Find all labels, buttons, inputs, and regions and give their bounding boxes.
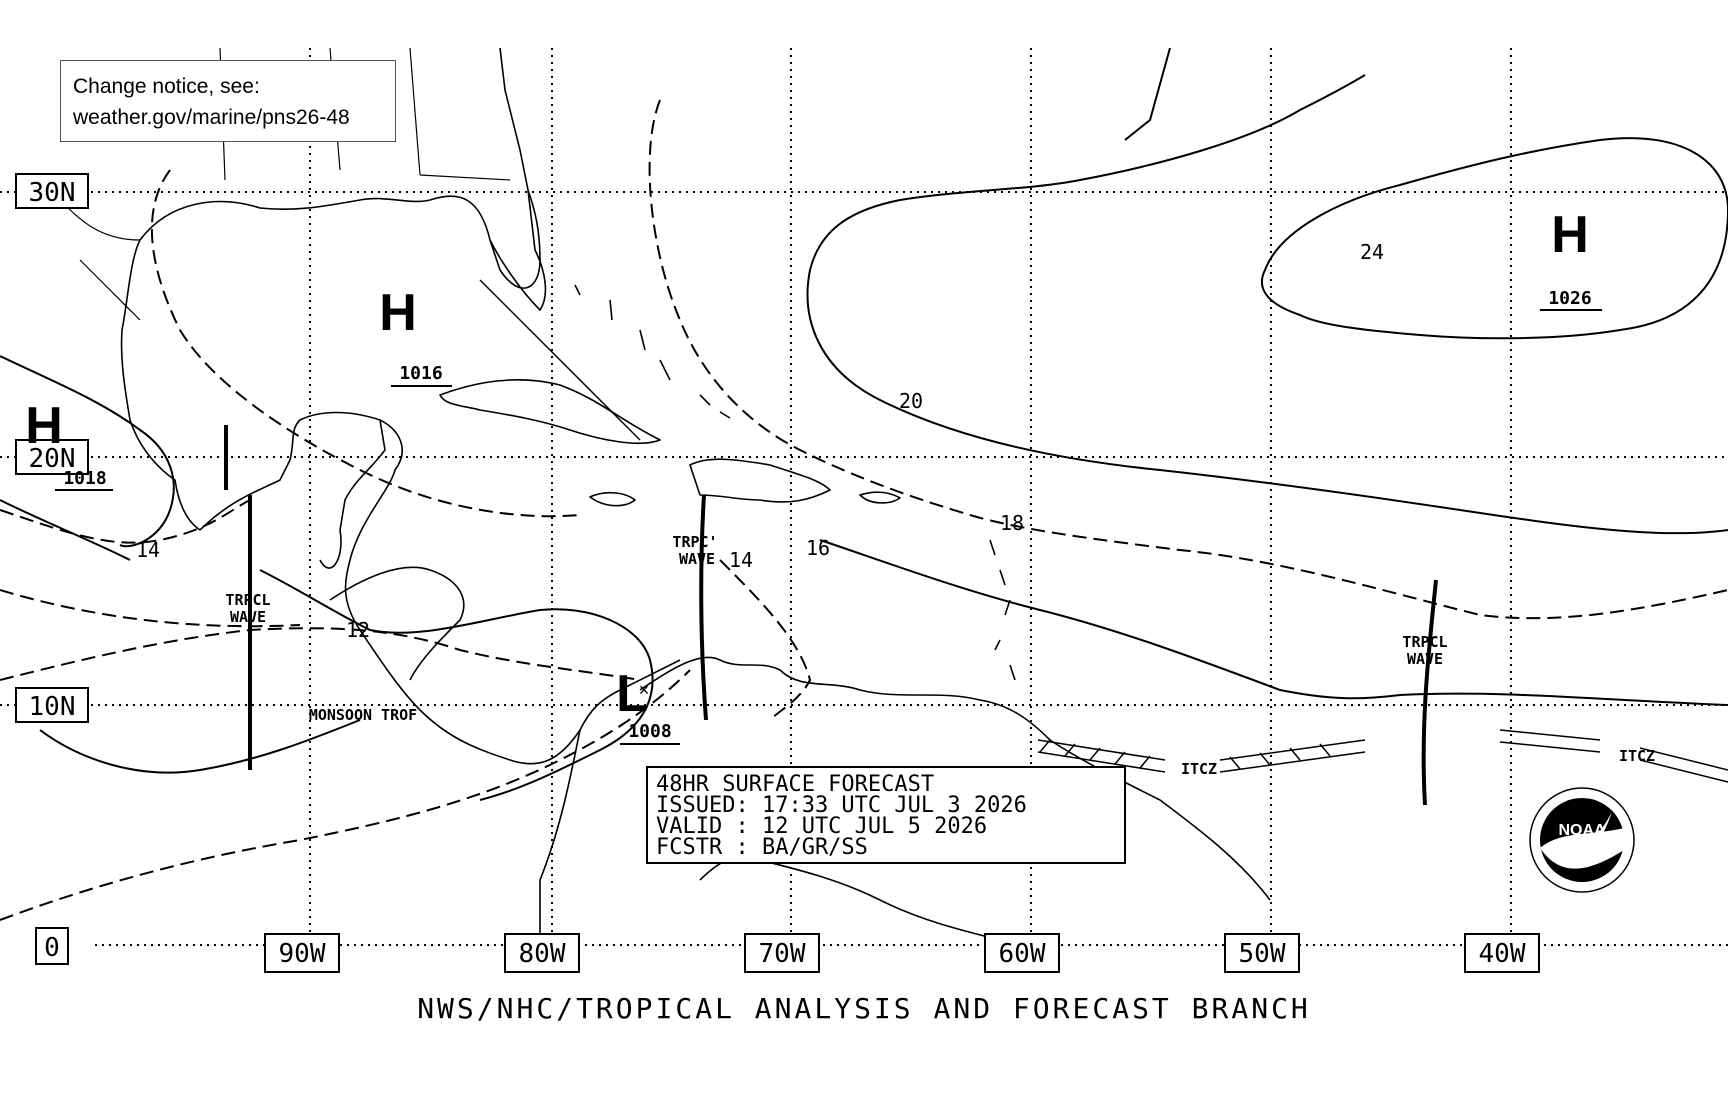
low-center-marker-icon: × [639, 680, 650, 700]
noaa-logo-text: NOAA [1558, 822, 1606, 839]
isobar-label-14-carib: 14 [729, 548, 753, 572]
high-center-gulf-value: 1016 [399, 363, 442, 384]
trough-line [479, 279, 641, 441]
change-notice-box: Change notice, see: weather.gov/marine/p… [60, 60, 396, 142]
isobar-label-24: 24 [1360, 240, 1384, 264]
lon-label-80w: 80W [519, 939, 566, 969]
pressure-centers: H 1016 H 1018 H 1026 L 1008 × [25, 206, 1602, 745]
isobar-labels: 24 20 18 16 14 14 12 [136, 240, 1384, 642]
wave-right-label-1: TRPCL [1402, 633, 1447, 651]
map-grid [0, 48, 1728, 946]
high-center-gulf: H [379, 284, 417, 342]
isobar-label-20: 20 [899, 389, 923, 413]
forecast-title: 48HR SURFACE FORECAST [656, 772, 935, 797]
isobar-label-18: 18 [1000, 511, 1024, 535]
noaa-logo-icon: NOAA [1529, 787, 1635, 893]
isobar-label-12: 12 [346, 618, 370, 642]
change-notice-line-1: Change notice, see: [73, 75, 260, 98]
itcz-bands [1037, 729, 1728, 783]
isobars-dashed [0, 99, 1728, 921]
itcz-label-east: ITCZ [1619, 747, 1655, 765]
high-center-pacific: H [25, 397, 63, 455]
lat-label-equator: 0 [44, 933, 60, 963]
lon-label-40w: 40W [1479, 939, 1526, 969]
wave-left-label-2: WAVE [230, 608, 266, 626]
wave-left-label-1: TRPCL [225, 591, 270, 609]
forecast-issued: ISSUED: 17:33 UTC JUL 3 2026 [656, 793, 1027, 818]
latitude-labels: 30N 20N 10N 0 [15, 173, 89, 965]
isobar-label-14-gulf: 14 [136, 538, 160, 562]
isobars-solid [0, 47, 1728, 801]
lon-label-50w: 50W [1239, 939, 1286, 969]
longitude-labels: 90W 80W 70W 60W 50W 40W [264, 933, 1540, 973]
high-center-pacific-value: 1018 [63, 468, 106, 489]
tropical-wave-axes [224, 425, 1438, 806]
wave-mid-label-1: TRPC' [672, 533, 717, 551]
isobar-label-16: 16 [806, 536, 830, 560]
forecast-valid: VALID : 12 UTC JUL 5 2026 [656, 814, 988, 839]
lon-label-70w: 70W [759, 939, 806, 969]
itcz-label-west: ITCZ [1181, 760, 1217, 778]
feature-labels: TRPCL WAVE TRPC' WAVE TRPCL WAVE MONSOON… [225, 533, 1655, 778]
lat-label-30n: 30N [29, 178, 76, 208]
forecast-forecasters: FCSTR : BA/GR/SS [656, 835, 868, 860]
change-notice-line-2: weather.gov/marine/pns26-48 [73, 106, 350, 129]
low-center-colombia: L [616, 665, 648, 723]
wave-mid-label-2: WAVE [679, 550, 715, 568]
monsoon-trough-label: MONSOON TROF [309, 706, 417, 724]
lon-label-90w: 90W [279, 939, 326, 969]
low-center-colombia-value: 1008 [628, 721, 671, 742]
high-center-atlantic-value: 1026 [1548, 288, 1591, 309]
lat-label-20n: 20N [29, 444, 76, 474]
lat-label-10n: 10N [29, 692, 76, 722]
footer-branch-credit: NWS/NHC/TROPICAL ANALYSIS AND FORECAST B… [417, 992, 1311, 1025]
lon-label-60w: 60W [999, 939, 1046, 969]
high-center-atlantic: H [1551, 206, 1589, 264]
wave-right-label-2: WAVE [1407, 650, 1443, 668]
